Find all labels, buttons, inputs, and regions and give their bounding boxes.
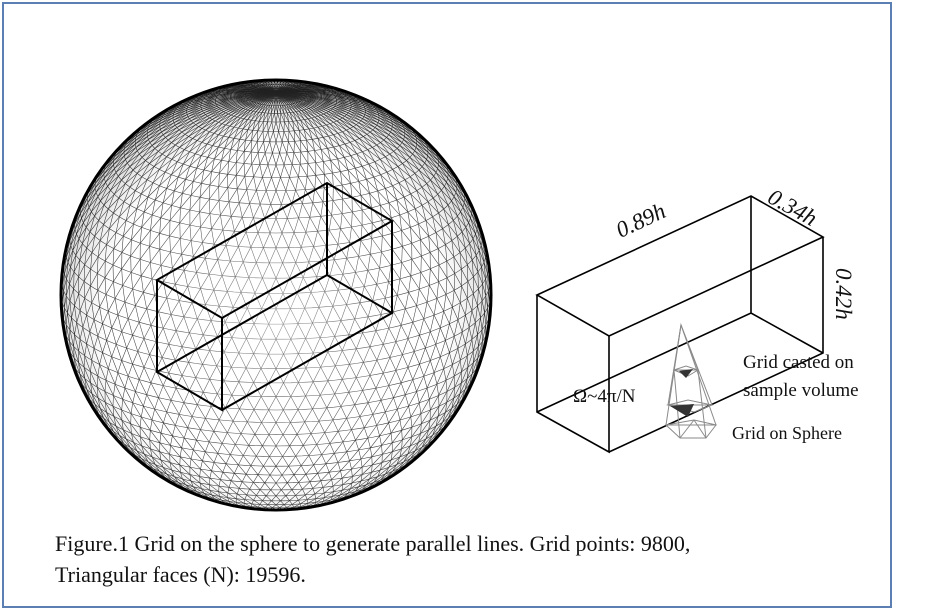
sphere-inner-box: [155, 181, 394, 412]
figure-caption: Figure.1 Grid on the sphere to generate …: [55, 528, 875, 590]
caption-line-2: Triangular faces (N): 19596.: [55, 562, 306, 587]
height-label: 0.42h: [831, 268, 856, 320]
grid-on-sphere-label: Grid on Sphere: [732, 423, 842, 443]
sample-volume-box: [535, 195, 825, 454]
solid-angle-label: Ω~4π/N: [573, 386, 636, 407]
sphere-mesh: [59, 78, 493, 512]
grid-casted-label-line2: sample volume: [743, 380, 859, 401]
grid-cone: [664, 323, 717, 439]
grid-casted-label-line1: Grid casted on: [743, 352, 854, 373]
caption-line-1: Figure.1 Grid on the sphere to generate …: [55, 531, 691, 556]
